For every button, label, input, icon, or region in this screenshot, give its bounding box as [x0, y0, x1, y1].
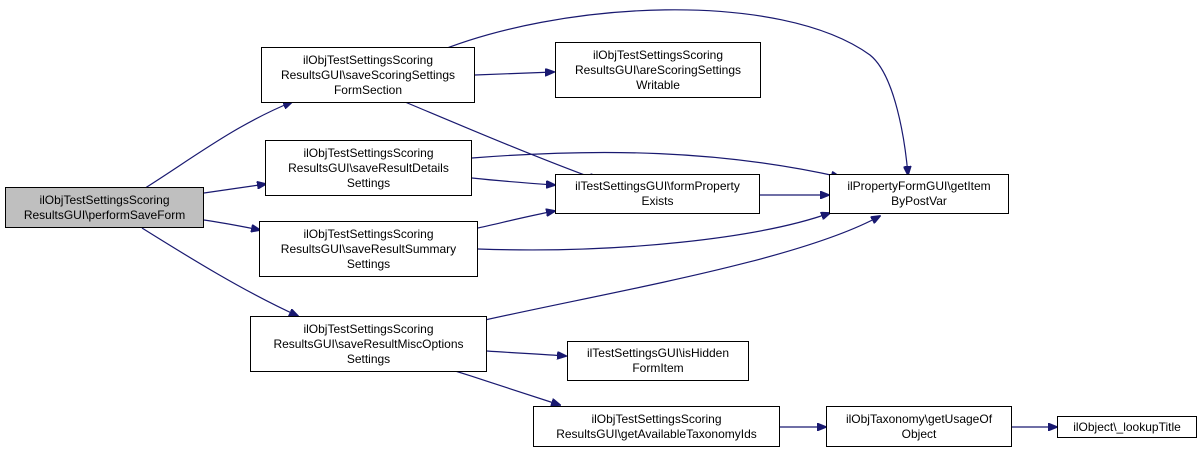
node-get-available-taxonomy-ids[interactable]: ilObjTestSettingsScoring ResultsGUI\getA…: [533, 406, 780, 447]
node-label: ilObjTestSettingsScoring ResultsGUI\perf…: [23, 192, 186, 222]
node-get-item-by-post-var[interactable]: ilPropertyFormGUI\getItem ByPostVar: [829, 174, 1009, 214]
node-label: ilObjTestSettingsScoring ResultsGUI\save…: [288, 145, 449, 190]
node-form-property-exists[interactable]: ilTestSettingsGUI\formProperty Exists: [555, 174, 760, 214]
node-lookup-title[interactable]: ilObject\_lookupTitle: [1057, 416, 1197, 438]
edge-save-scoring-to-form-prop-exists: [404, 101, 598, 180]
node-save-result-details-settings[interactable]: ilObjTestSettingsScoring ResultsGUI\save…: [265, 140, 472, 196]
node-save-scoring-settings-form-section[interactable]: ilObjTestSettingsScoring ResultsGUI\save…: [261, 47, 475, 103]
node-label: ilObjTaxonomy\getUsageOf Object: [845, 411, 993, 441]
edge-save-scoring-to-get-item: [431, 9, 908, 175]
node-label: ilObjTestSettingsScoring ResultsGUI\save…: [280, 52, 456, 97]
node-label: ilObjTestSettingsScoring ResultsGUI\save…: [273, 321, 464, 366]
node-label: ilObjTestSettingsScoring ResultsGUI\save…: [280, 226, 457, 271]
node-save-result-summary-settings[interactable]: ilObjTestSettingsScoring ResultsGUI\save…: [259, 221, 478, 277]
node-get-usage-of-object[interactable]: ilObjTaxonomy\getUsageOf Object: [826, 406, 1012, 447]
edge-save-summary-to-get-item: [477, 213, 830, 251]
node-is-hidden-form-item[interactable]: ilTestSettingsGUI\isHidden FormItem: [567, 341, 749, 381]
edge-save-misc-to-get-tax-ids: [451, 369, 560, 405]
node-label: ilTestSettingsGUI\formProperty Exists: [575, 179, 740, 208]
edge-root-to-save-misc: [141, 227, 298, 316]
edge-save-misc-to-is-hidden: [486, 350, 566, 356]
node-label: ilTestSettingsGUI\isHidden FormItem: [586, 346, 730, 375]
edge-save-summary-to-form-prop-exists: [477, 211, 555, 229]
edge-save-details-to-form-prop-exists: [471, 177, 555, 185]
node-label: ilObjTestSettingsScoring ResultsGUI\getA…: [556, 411, 757, 441]
node-label: ilPropertyFormGUI\getItem ByPostVar: [847, 179, 991, 208]
edge-save-misc-to-get-item: [484, 216, 880, 321]
node-perform-save-form[interactable]: ilObjTestSettingsScoring ResultsGUI\perf…: [5, 187, 204, 228]
node-save-result-misc-options-settings[interactable]: ilObjTestSettingsScoring ResultsGUI\save…: [250, 316, 487, 372]
node-label: ilObject\_lookupTitle: [1073, 419, 1181, 434]
edge-root-to-save-summary: [203, 219, 260, 230]
node-are-scoring-settings-writable[interactable]: ilObjTestSettingsScoring ResultsGUI\areS…: [555, 42, 761, 98]
node-label: ilObjTestSettingsScoring ResultsGUI\areS…: [574, 47, 742, 92]
edge-save-scoring-to-are-writable: [474, 72, 554, 75]
edge-root-to-save-scoring: [141, 102, 292, 191]
edge-root-to-save-details: [203, 184, 266, 194]
edge-save-details-to-get-item: [471, 151, 840, 177]
